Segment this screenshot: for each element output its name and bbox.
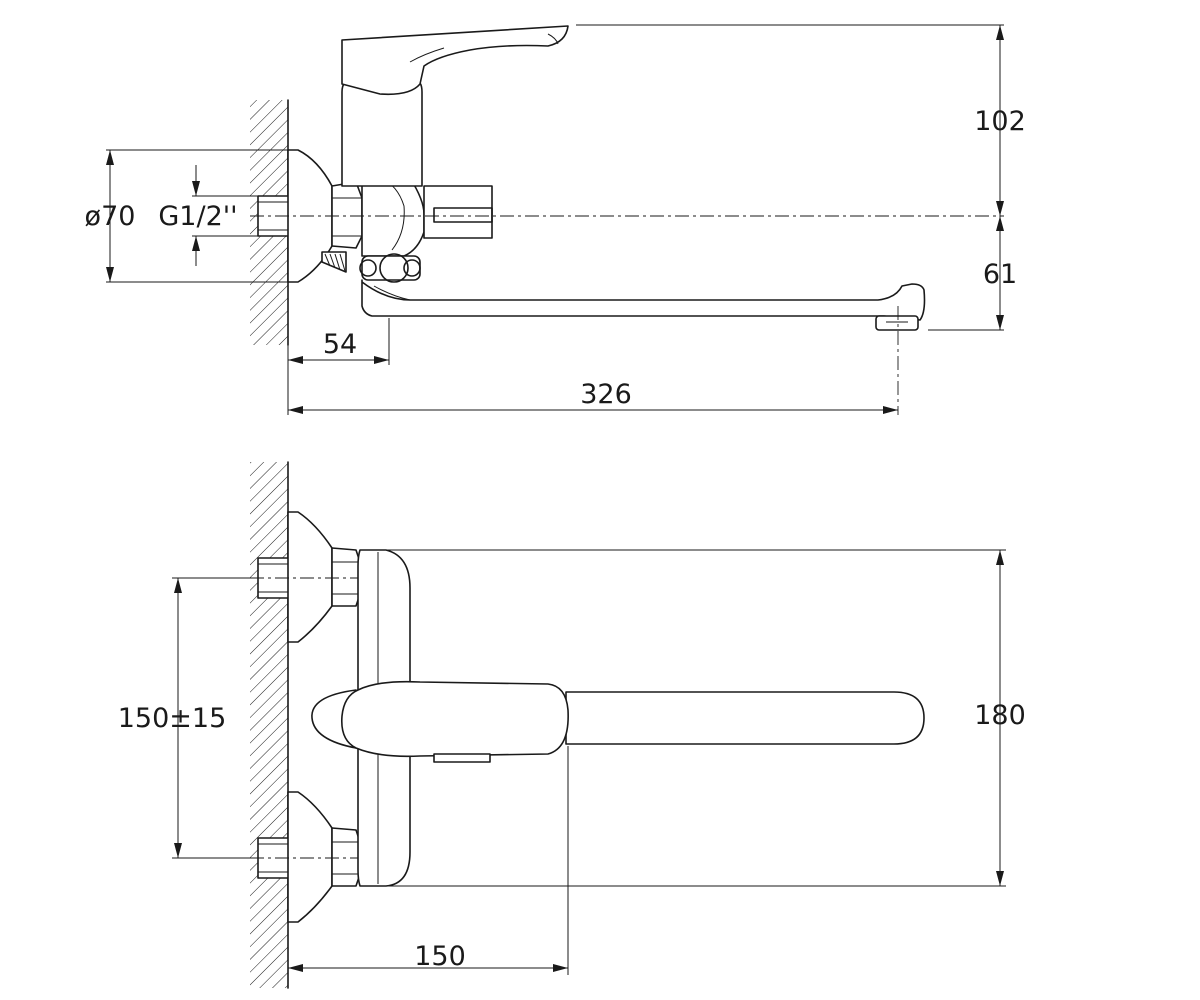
- dim-102: 102: [974, 106, 1026, 137]
- dim-61: 61: [983, 259, 1017, 290]
- dim-thread: G1/2'': [158, 201, 237, 232]
- side-view-dimensions: 102 61 ø70 G1/2'' 54 326: [85, 24, 1026, 415]
- inlet-upper: [250, 511, 386, 643]
- diverter-top: [433, 753, 491, 763]
- filter-brush: [321, 251, 347, 273]
- dim-flange-diameter: ø70: [85, 201, 136, 232]
- dim-180: 180: [974, 700, 1026, 731]
- diverter-knob: [423, 185, 493, 239]
- lever-side: [341, 25, 569, 96]
- spout-top: [565, 691, 925, 745]
- dim-326: 326: [580, 379, 632, 410]
- dim-54: 54: [323, 329, 357, 360]
- spout-swivel: [359, 253, 421, 283]
- dim-150: 150: [414, 941, 466, 972]
- inlet-lower: [250, 791, 386, 923]
- cartridge-column: [341, 79, 423, 187]
- eccentric-nut: [331, 181, 363, 249]
- lever-top: [340, 680, 569, 758]
- side-view: [250, 25, 1004, 415]
- aerator: [875, 315, 919, 331]
- top-view: [250, 461, 925, 989]
- spout-side: [361, 279, 926, 321]
- dim-inlet-spacing: 150±15: [118, 703, 227, 734]
- wall-hatch-bottom: [250, 462, 288, 988]
- top-view-dimensions: 150±15 180 150: [118, 549, 1026, 975]
